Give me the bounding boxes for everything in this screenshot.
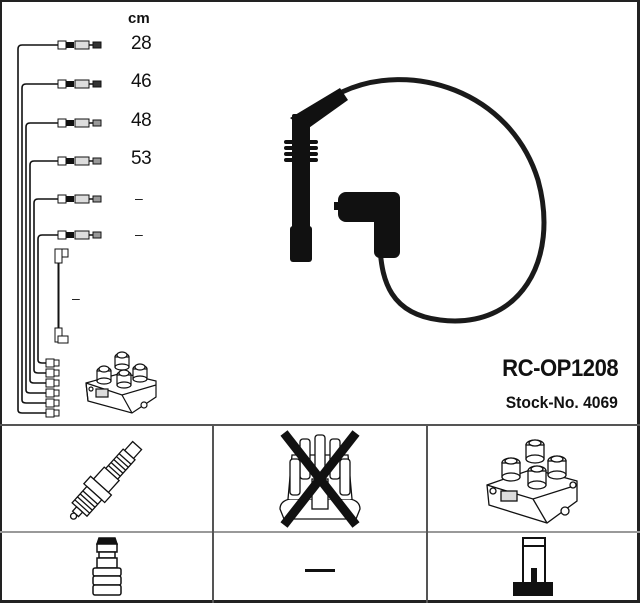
grid-divider-top — [0, 424, 640, 426]
cable-length-5: – — [135, 190, 143, 206]
cable-length-4: 53 — [131, 148, 152, 169]
component-cell-none — [214, 533, 426, 600]
component-cell-distributor-cap — [214, 426, 426, 531]
coil-terminal-icon — [512, 536, 553, 596]
unit-label: cm — [128, 10, 150, 27]
component-cell-coil-terminal — [428, 533, 637, 600]
distributor-cap-icon — [279, 429, 361, 528]
cable-length-1: 28 — [131, 33, 152, 54]
component-cell-ignition-coil — [428, 426, 637, 531]
spark-plug-terminal-icon — [92, 536, 122, 596]
crossed-out-mark — [280, 429, 360, 528]
grid-divider-col1 — [212, 424, 214, 603]
part-number: RC-OP1208 — [501, 355, 619, 382]
component-cell-plug-terminal — [2, 533, 212, 600]
cable-schematic-icon — [17, 40, 102, 418]
stock-number: Stock-No. 4069 — [505, 393, 618, 412]
grid-divider-col2 — [426, 424, 428, 603]
ignition-lead-photo-icon — [284, 77, 547, 324]
cable-length-2: 46 — [131, 71, 152, 92]
cable-length-7: – — [72, 290, 80, 306]
coil-pack-small-icon — [85, 351, 157, 414]
dash-none-icon — [305, 569, 335, 572]
ignition-coil-icon — [485, 438, 578, 524]
cable-set-overview: cm 28 46 48 53 – – – — [17, 10, 619, 418]
cable-length-3: 48 — [131, 110, 152, 131]
spark-plug-icon — [69, 440, 143, 520]
grid-divider-middle — [0, 531, 640, 533]
cable-length-6: – — [135, 226, 143, 242]
component-cell-spark-plug — [2, 426, 212, 531]
